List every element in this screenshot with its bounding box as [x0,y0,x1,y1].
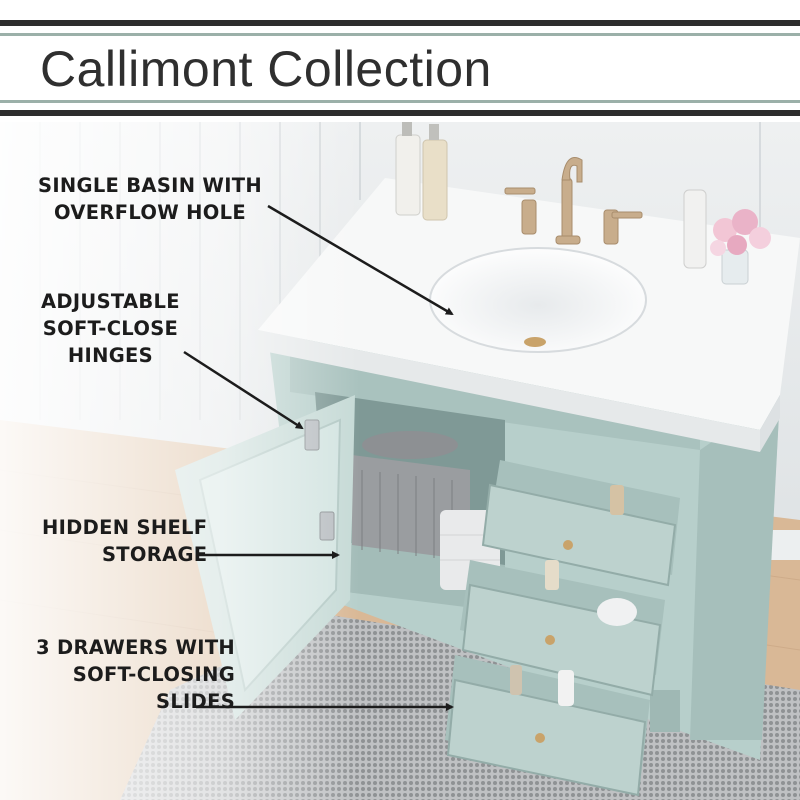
callout-drawers-line3: SLIDES [155,690,236,713]
callout-drawers: 3 DRAWERS WITH SOFT-CLOSING SLIDES [36,634,235,715]
callout-basin-line1: SINGLE BASIN WITH [38,174,263,197]
vanity-scene [0,122,800,800]
top-rule-dark [0,20,800,26]
callout-hinges-line1: ADJUSTABLE [41,290,180,313]
bottom-rule-sage [0,100,800,103]
callout-hinges: ADJUSTABLE SOFT-CLOSE HINGES [41,288,180,369]
header-banner: Callimont Collection [0,0,800,122]
callout-basin-line2: OVERFLOW HOLE [54,201,246,224]
callout-hinges-line2: SOFT-CLOSE [42,317,179,340]
bottom-rule-dark [0,110,800,116]
callout-hinges-line3: HINGES [67,344,153,367]
top-rule-sage [0,33,800,36]
page-title: Callimont Collection [40,41,492,97]
callout-basin: SINGLE BASIN WITH OVERFLOW HOLE [38,172,262,226]
callout-shelf-line2: STORAGE [101,543,208,566]
callout-drawers-line2: SOFT-CLOSING [72,663,236,686]
callout-drawers-line1: 3 DRAWERS WITH [36,636,236,659]
callout-shelf-line1: HIDDEN SHELF [42,516,208,539]
callout-shelf: HIDDEN SHELF STORAGE [42,514,207,568]
